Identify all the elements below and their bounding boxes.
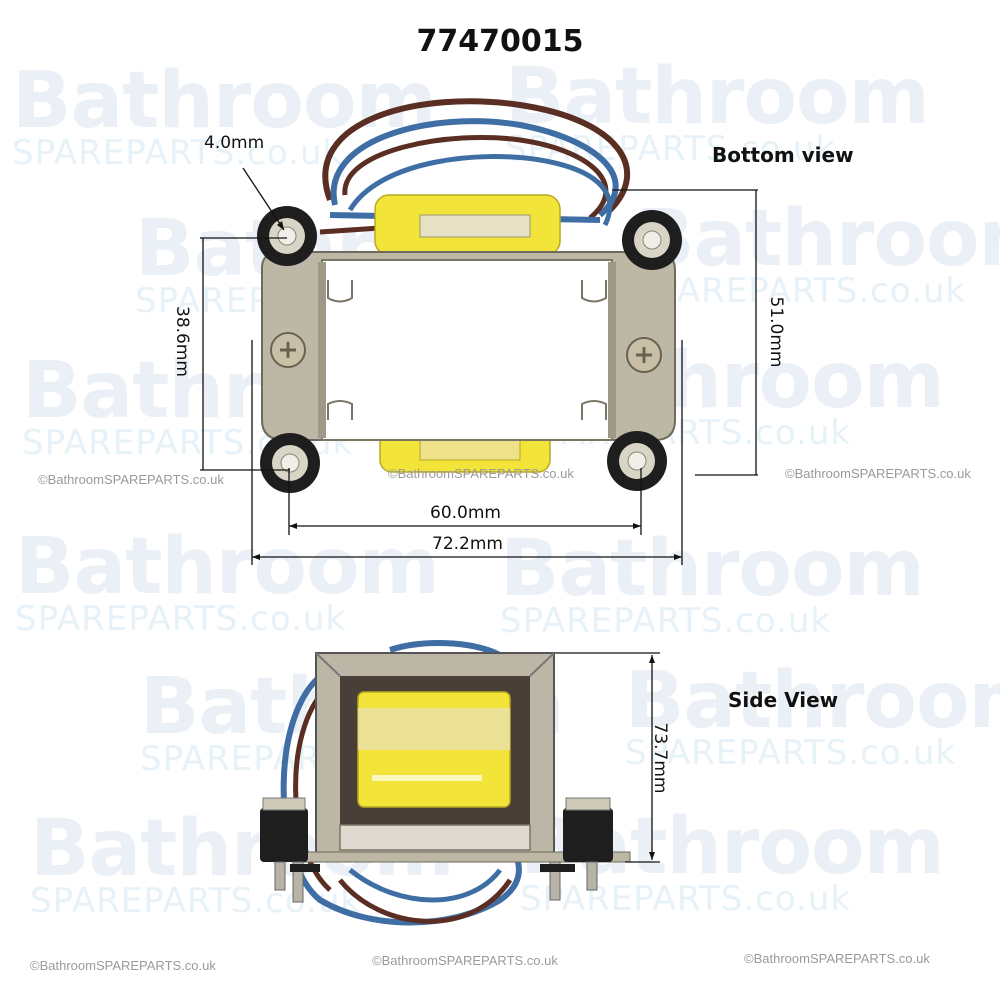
height-outer-label: 51.0mm bbox=[766, 296, 786, 368]
side-view-dimension-lines bbox=[555, 652, 660, 863]
copyright-label: ©BathroomSPAREPARTS.co.uk bbox=[388, 466, 574, 481]
bottom-view-label: Bottom view bbox=[712, 143, 854, 167]
height-inner-label: 38.6mm bbox=[172, 306, 192, 377]
terminal-diameter-label: 4.0mm bbox=[204, 133, 265, 153]
copyright-label: ©BathroomSPAREPARTS.co.uk bbox=[785, 466, 971, 481]
width-outer-label: 72.2mm bbox=[432, 534, 503, 554]
side-view-label: Side View bbox=[728, 688, 839, 712]
bottom-view-dimension-lines bbox=[200, 167, 758, 565]
dimension-arrowheads bbox=[252, 221, 682, 560]
bottom-view-image bbox=[257, 98, 682, 493]
width-inner-label: 60.0mm bbox=[430, 503, 501, 523]
side-view-image bbox=[260, 640, 631, 926]
copyright-label: ©BathroomSPAREPARTS.co.uk bbox=[744, 951, 930, 966]
side-height-label: 73.7mm bbox=[650, 722, 670, 794]
copyright-label: ©BathroomSPAREPARTS.co.uk bbox=[372, 953, 558, 968]
copyright-label: ©BathroomSPAREPARTS.co.uk bbox=[38, 472, 224, 487]
part-number-title: 77470015 bbox=[416, 24, 584, 59]
copyright-label: ©BathroomSPAREPARTS.co.uk bbox=[30, 958, 216, 973]
